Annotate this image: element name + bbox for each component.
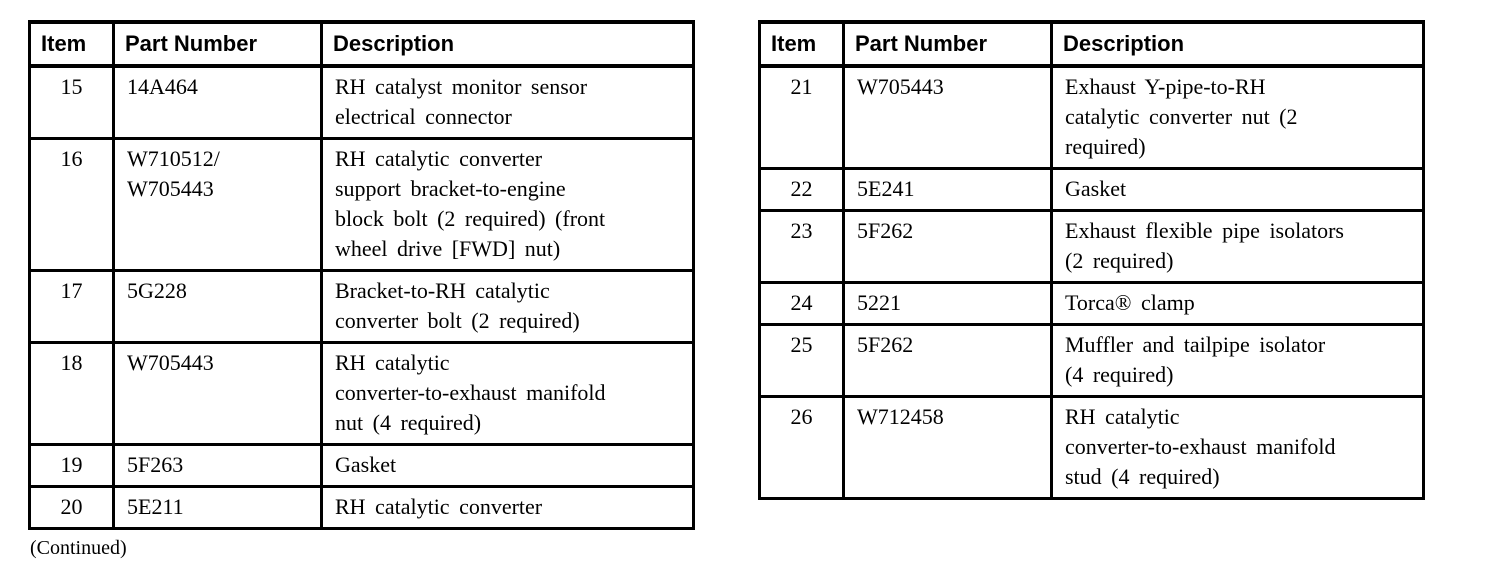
item-cell: 25 — [758, 323, 845, 398]
description-cell: RH catalytic converter-to-exhaust manifo… — [320, 341, 695, 446]
table-row: 17 5G228 Bracket-to-RH catalytic convert… — [28, 269, 695, 344]
column-header-part-number: Part Number — [842, 20, 1053, 68]
table-row: 22 5E241 Gasket — [758, 167, 1425, 212]
table-row: 18 W705443 RH catalytic converter-to-exh… — [28, 341, 695, 446]
description-cell: RH catalytic converter — [320, 485, 695, 530]
parts-table-right: Item Part Number Description 21 W705443 … — [758, 20, 1425, 500]
description-cell: RH catalytic converter support bracket-t… — [320, 137, 695, 272]
part-number-cell: 5F262 — [842, 323, 1053, 398]
item-cell: 16 — [28, 137, 115, 272]
item-cell: 15 — [28, 64, 115, 140]
column-header-item: Item — [758, 20, 845, 68]
part-number-cell: 5E241 — [842, 167, 1053, 212]
table-row: 21 W705443 Exhaust Y-pipe-to-RH catalyti… — [758, 64, 1425, 170]
table-row: 26 W712458 RH catalytic converter-to-exh… — [758, 395, 1425, 500]
item-cell: 20 — [28, 485, 115, 530]
description-cell: Bracket-to-RH catalytic converter bolt (… — [320, 269, 695, 344]
part-number-cell: 5221 — [842, 281, 1053, 326]
column-header-item: Item — [28, 20, 115, 68]
table-row: 16 W710512/ W705443 RH catalytic convert… — [28, 137, 695, 272]
part-number-cell: 5F262 — [842, 209, 1053, 284]
description-cell: RH catalytic converter-to-exhaust manifo… — [1050, 395, 1425, 500]
description-cell: Exhaust Y-pipe-to-RH catalytic converter… — [1050, 64, 1425, 170]
item-cell: 17 — [28, 269, 115, 344]
part-number-cell: 5G228 — [112, 269, 323, 344]
item-cell: 18 — [28, 341, 115, 446]
description-cell: Exhaust flexible pipe isolators (2 requi… — [1050, 209, 1425, 284]
description-cell: RH catalyst monitor sensor electrical co… — [320, 64, 695, 140]
table-row: 19 5F263 Gasket — [28, 443, 695, 488]
parts-table-left: Item Part Number Description 15 14A464 R… — [28, 20, 695, 530]
part-number-cell: W705443 — [842, 64, 1053, 170]
description-cell: Muffler and tailpipe isolator (4 require… — [1050, 323, 1425, 398]
continued-label: (Continued) — [30, 537, 127, 559]
table-row: 20 5E211 RH catalytic converter — [28, 485, 695, 530]
description-cell: Gasket — [320, 443, 695, 488]
part-number-cell: W710512/ W705443 — [112, 137, 323, 272]
table-row: 24 5221 Torca® clamp — [758, 281, 1425, 326]
item-cell: 23 — [758, 209, 845, 284]
header-row: Item Part Number Description — [758, 20, 1425, 68]
table-row: 25 5F262 Muffler and tailpipe isolator (… — [758, 323, 1425, 398]
table-row: 23 5F262 Exhaust flexible pipe isolators… — [758, 209, 1425, 284]
part-number-cell: 5F263 — [112, 443, 323, 488]
part-number-cell: 14A464 — [112, 64, 323, 140]
part-number-cell: W705443 — [112, 341, 323, 446]
item-cell: 21 — [758, 64, 845, 170]
column-header-part-number: Part Number — [112, 20, 323, 68]
item-cell: 19 — [28, 443, 115, 488]
column-header-description: Description — [1050, 20, 1425, 68]
item-cell: 22 — [758, 167, 845, 212]
description-cell: Gasket — [1050, 167, 1425, 212]
header-row: Item Part Number Description — [28, 20, 695, 68]
item-cell: 26 — [758, 395, 845, 500]
column-header-description: Description — [320, 20, 695, 68]
part-number-cell: W712458 — [842, 395, 1053, 500]
item-cell: 24 — [758, 281, 845, 326]
table-row: 15 14A464 RH catalyst monitor sensor ele… — [28, 64, 695, 140]
part-number-cell: 5E211 — [112, 485, 323, 530]
description-cell: Torca® clamp — [1050, 281, 1425, 326]
